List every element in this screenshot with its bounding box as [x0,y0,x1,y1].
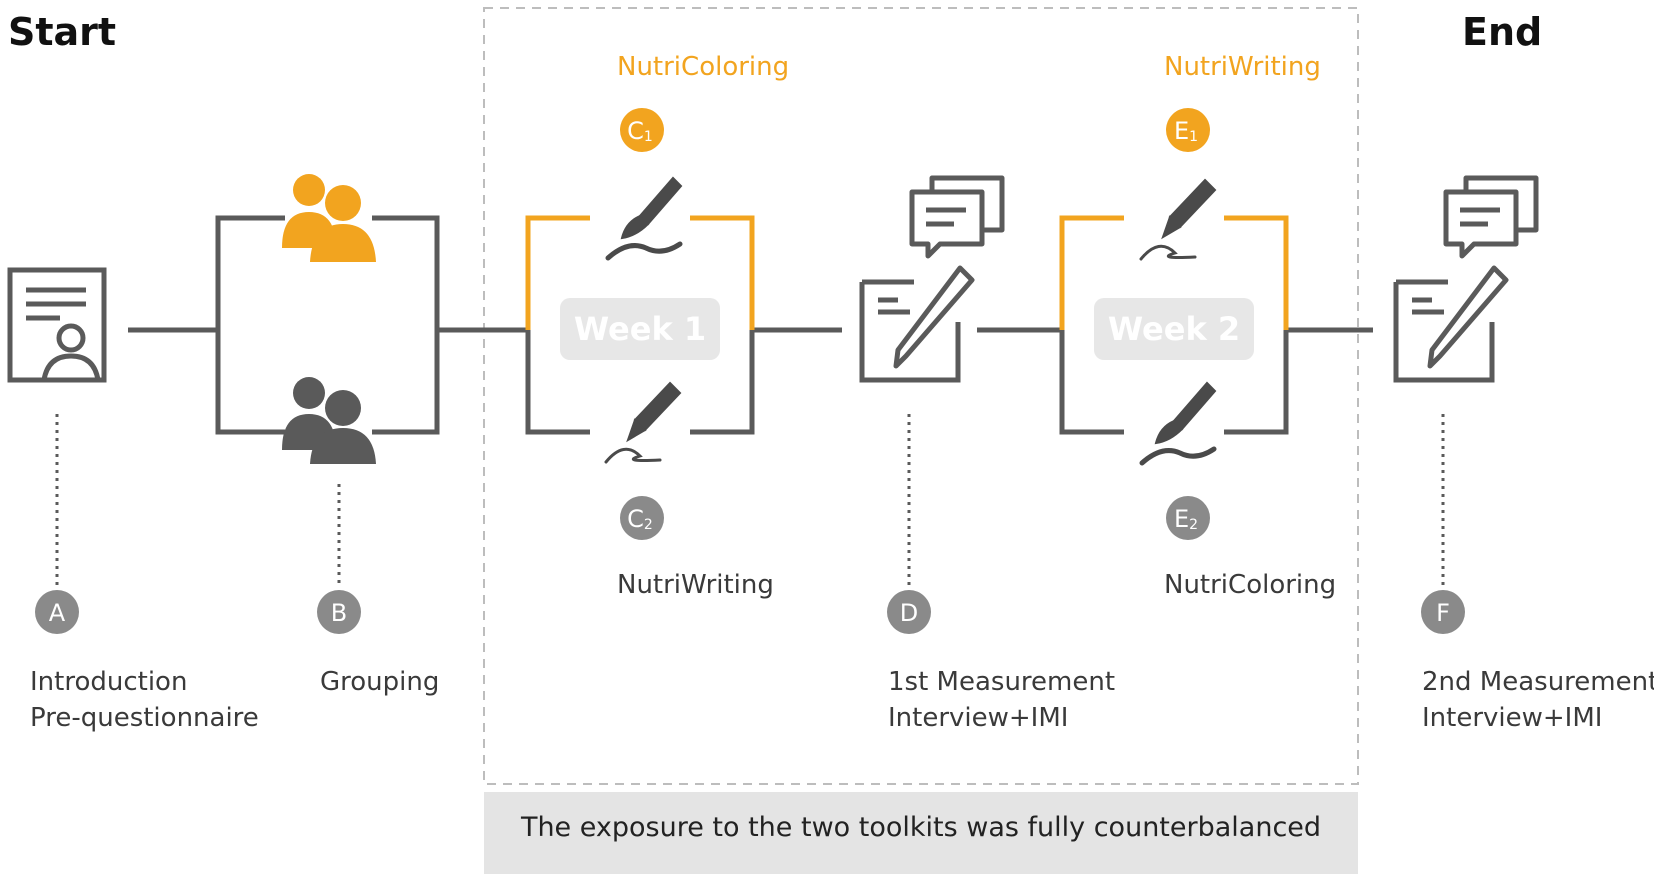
start-title: Start [8,10,117,54]
note-edit-icon [859,265,975,383]
badge-a-label: A [49,599,66,627]
counterbalance-note-text: The exposure to the two toolkits was ful… [520,812,1322,843]
grouping-bracket-left [215,215,285,435]
chat-bubbles-icon [1443,175,1539,259]
badge-e1-sub: 1 [1189,129,1198,145]
stage-b-label: Grouping [320,664,439,700]
badge-e2 [1166,496,1210,540]
badge-f [1421,590,1465,634]
badge-e2-sub: 2 [1189,517,1198,533]
week1-label: Week 1 [560,298,720,360]
stage-d-label: 1st Measurement Interview+IMI [888,664,1115,736]
counterbalance-region [483,7,1359,785]
svg-text:C2: C2 [627,505,653,533]
badge-c1 [620,108,664,152]
week2-bracket-top [1059,215,1289,330]
svg-text:C1: C1 [627,117,653,145]
svg-text:E2: E2 [1174,505,1198,533]
stage-f-label: 2nd Measurement Interview+IMI [1422,664,1654,736]
badge-c2-letter: C [627,505,644,533]
chat-bubbles-icon [909,175,1005,259]
stage-a-line1: Introduction [30,667,188,697]
users-icon-gray [282,377,376,464]
week1-bracket-bottom [525,330,755,435]
stage-d-line1: 1st Measurement [888,667,1116,697]
grouping-bracket-right [372,215,440,435]
stage-a-line2: Pre-questionnaire [30,703,259,733]
stage-b-line1: Grouping [320,667,440,697]
badge-e1 [1166,108,1210,152]
end-title: End [1462,10,1543,54]
badge-b [317,590,361,634]
badge-e1-letter: E [1174,117,1189,145]
badge-b-label: B [331,599,347,627]
svg-text:E1: E1 [1174,117,1198,145]
pencil-icon [604,381,682,464]
week2-bracket-bottom [1059,330,1289,435]
badges [35,108,1465,634]
counterbalance-note: The exposure to the two toolkits was ful… [484,792,1358,874]
note-edit-icon [1393,265,1509,383]
week2-label: Week 2 [1094,298,1254,360]
badge-e2-letter: E [1174,505,1189,533]
week1-top-toolkit: NutriColoring [617,52,790,82]
badge-c2-sub: 2 [644,517,653,533]
badge-d [887,590,931,634]
badge-a [35,590,79,634]
week2-bottom-toolkit: NutriColoring [1164,570,1337,600]
pencil-icon [1139,178,1217,261]
week1-bracket-top [525,215,755,330]
paintbrush-icon [1139,381,1217,466]
paintbrush-icon [605,176,683,261]
badge-c1-sub: 1 [644,129,653,145]
week2-top-toolkit: NutriWriting [1164,52,1321,82]
badge-f-label: F [1436,599,1450,627]
badge-d-label: D [900,599,918,627]
document-person-icon [7,267,107,383]
badge-c1-letter: C [627,117,644,145]
stage-a-label: Introduction Pre-questionnaire [30,664,259,736]
week1-bottom-toolkit: NutriWriting [617,570,774,600]
badge-c2 [620,496,664,540]
stage-d-line2: Interview+IMI [888,703,1069,733]
stage-f-line1: 2nd Measurement [1422,667,1654,697]
users-icon-orange [282,174,376,262]
stage-f-line2: Interview+IMI [1422,703,1603,733]
